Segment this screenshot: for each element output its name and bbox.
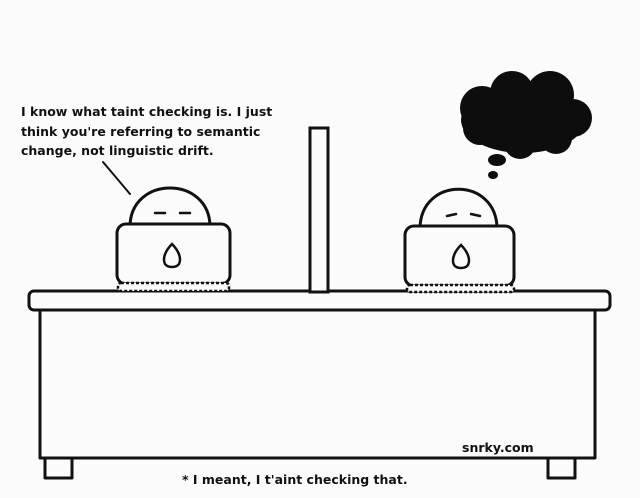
left-laptop-base — [116, 281, 231, 293]
left-laptop-logo — [162, 242, 182, 269]
right-eye-left — [445, 212, 458, 218]
speech-bubble-text: I know what taint checking is. I just th… — [21, 102, 291, 161]
thought-bubble-dot — [488, 154, 506, 166]
left-head — [128, 186, 212, 229]
left-character — [115, 186, 232, 293]
cloud-puff — [540, 122, 572, 154]
desk-top — [27, 289, 612, 312]
right-laptop-base — [405, 283, 516, 294]
thought-cloud — [460, 71, 592, 179]
right-head — [418, 187, 499, 231]
divider-pole — [308, 126, 330, 294]
thought-bubble-dot — [488, 171, 498, 179]
cloud-puff — [504, 127, 536, 159]
right-laptop-logo — [451, 243, 471, 270]
desk-legs-right — [546, 455, 577, 480]
site-signature: snrky.com — [462, 440, 534, 455]
desk-front-panel — [38, 306, 597, 460]
speech-line: think you're referring to semantic — [21, 123, 261, 139]
desk-legs-left — [43, 455, 74, 480]
speech-line: change, not linguistic drift. — [21, 143, 214, 158]
cloud-puff — [490, 71, 534, 115]
speech-line: I know what taint checking is. I just — [21, 104, 273, 119]
footnote-caption: * I meant, I t'aint checking that. — [182, 472, 408, 487]
speech-pointer — [102, 161, 131, 195]
desk — [27, 289, 612, 480]
right-eye-right — [469, 212, 482, 218]
right-character — [403, 187, 516, 294]
cloud-puff — [463, 111, 497, 145]
